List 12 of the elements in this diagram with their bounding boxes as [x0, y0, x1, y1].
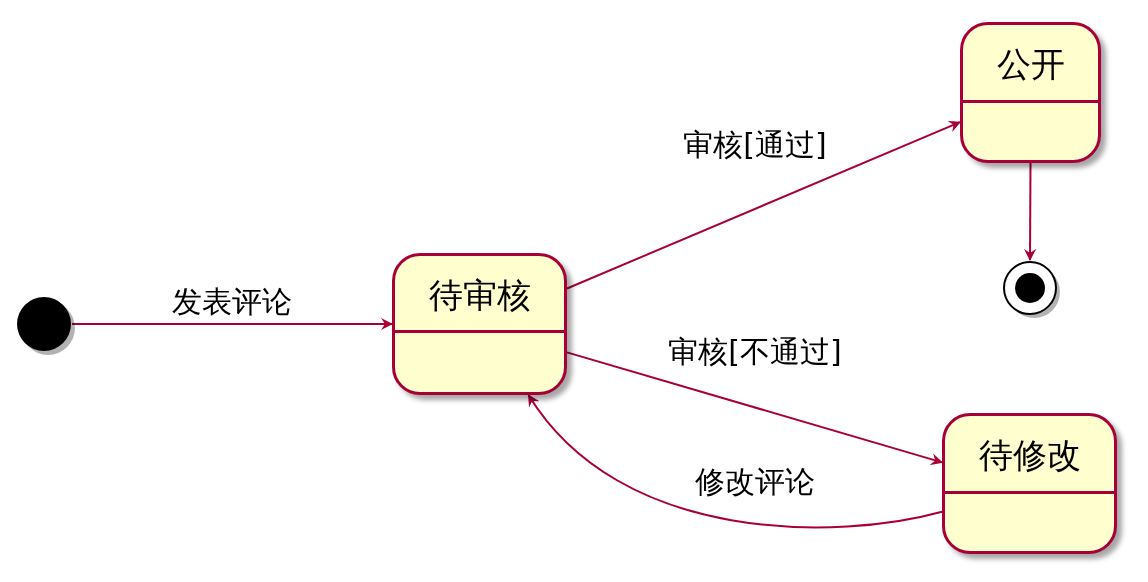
state-box	[960, 22, 1101, 163]
state-name: 待修改	[978, 434, 1081, 477]
transition-arrow	[566, 351, 943, 465]
transition-arrow	[1024, 162, 1037, 261]
state-name: 待审核	[428, 274, 531, 317]
state-box	[942, 413, 1117, 554]
state-name: 公开	[996, 43, 1065, 86]
transition-arrow	[527, 394, 943, 529]
state-box	[392, 253, 567, 395]
edge-label: 修改评论	[693, 464, 817, 500]
transition-arrow	[566, 120, 961, 290]
transition-arrow	[71, 318, 393, 330]
